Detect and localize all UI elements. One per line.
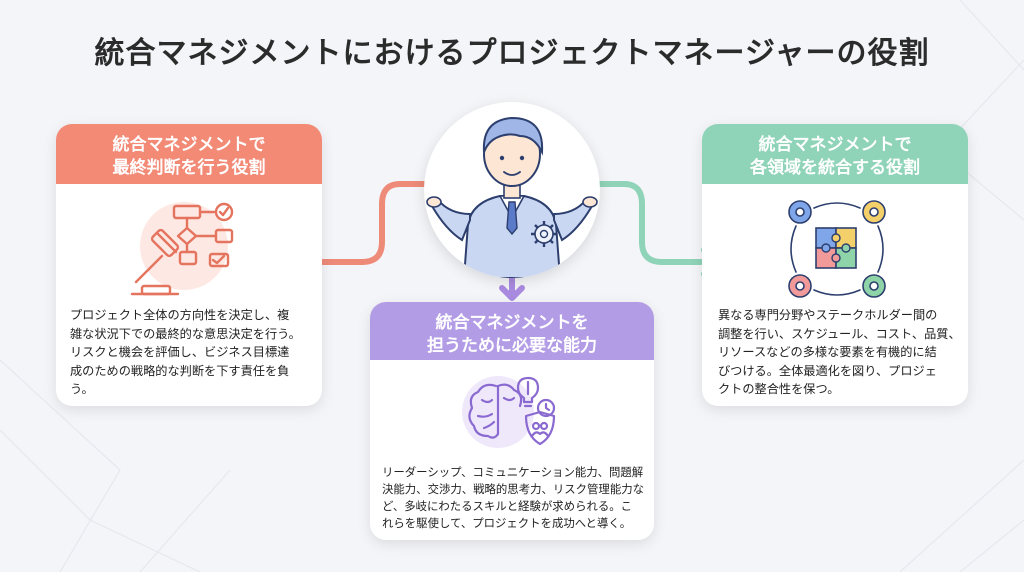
final-decision-card: 統合マネジメントで 最終判断を行う役割 bbox=[56, 124, 322, 406]
arrow-head-down bbox=[499, 285, 525, 301]
body-line: リーダーシップ、コミュニケーション能力、問題解 bbox=[382, 465, 644, 479]
integration-card: 統合マネジメントで 各領域を統合する役割 bbox=[702, 124, 968, 406]
project-manager-icon bbox=[426, 116, 598, 278]
body-line: ど、多岐にわたるスキルと経験が求められる。こ bbox=[382, 499, 633, 513]
body-line: 成のための戦略的な判断を下す責任を負 bbox=[70, 363, 290, 378]
required-skills-card-body: リーダーシップ、コミュニケーション能力、問題解 決能力、交渉力、戦略的思考力、リ… bbox=[382, 464, 644, 532]
heading-line: 各領域を統合する役割 bbox=[750, 158, 920, 178]
heading-line: 統合マネジメントで bbox=[758, 135, 912, 155]
heading-line: 統合マネジメントで bbox=[112, 135, 266, 155]
final-decision-card-heading: 統合マネジメントで 最終判断を行う役割 bbox=[56, 124, 322, 184]
body-line: びつける。全体最適化を図り、プロジェ bbox=[718, 363, 937, 378]
arrow-to-right-card bbox=[593, 181, 719, 265]
project-manager-avatar bbox=[424, 102, 600, 278]
body-line: リスクと機会を評価し、ビジネス目標達 bbox=[70, 345, 290, 359]
body-line: れらを駆使して、プロジェクトを成功へと導く。 bbox=[382, 516, 632, 530]
body-line: プロジェクト全体の方向性を決定し、複 bbox=[70, 308, 290, 322]
gavel-flowchart-icon bbox=[130, 202, 234, 296]
final-decision-card-body: プロジェクト全体の方向性を決定し、複 雑な状況下での最終的な意思決定を行う。 リ… bbox=[70, 306, 301, 399]
body-line: クトの整合性を保つ。 bbox=[718, 382, 840, 396]
body-line: 雑な状況下での最終的な意思決定を行う。 bbox=[70, 326, 301, 341]
heading-line: 最終判断を行う役割 bbox=[112, 158, 266, 178]
body-line: 調整を行い、スケジュール、コスト、品質、 bbox=[718, 326, 961, 341]
required-skills-card: 統合マネジメントを 担うために必要な能力 bbox=[370, 302, 654, 540]
integration-card-heading: 統合マネジメントで 各領域を統合する役割 bbox=[702, 124, 968, 184]
puzzle-gears-icon bbox=[788, 200, 886, 298]
body-line: リソースなどの多様な要素を有機的に結 bbox=[718, 345, 937, 359]
page-title: 統合マネジメントにおけるプロジェクトマネージャーの役割 bbox=[94, 36, 930, 71]
arrow-to-left-card bbox=[303, 181, 431, 265]
body-line: 決能力、交渉力、戦略的思考力、リスク管理能力な bbox=[382, 482, 644, 496]
body-line: う。 bbox=[70, 382, 94, 396]
heading-line: 担うために必要な能力 bbox=[427, 336, 597, 356]
integration-card-body: 異なる専門分野やステークホルダー間の 調整を行い、スケジュール、コスト、品質、 … bbox=[718, 306, 961, 399]
required-skills-card-heading: 統合マネジメントを 担うために必要な能力 bbox=[370, 302, 654, 360]
heading-line: 統合マネジメントを bbox=[435, 313, 589, 333]
body-line: 異なる専門分野やステークホルダー間の bbox=[718, 308, 938, 322]
brain-skills-icon bbox=[462, 376, 556, 448]
